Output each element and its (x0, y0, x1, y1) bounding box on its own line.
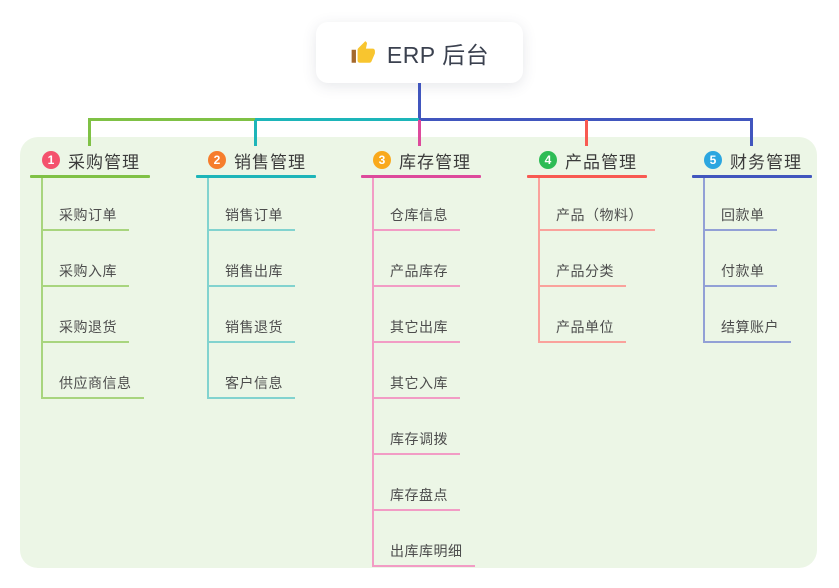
child-node[interactable]: 客户信息 (207, 374, 295, 399)
branch-underline (361, 175, 481, 178)
child-node[interactable]: 出库库明细 (372, 542, 475, 567)
child-node[interactable]: 采购退货 (41, 318, 129, 343)
branch: 1 采购管理采购订单采购入库采购退货供应商信息 (30, 148, 150, 399)
branch-label: 库存管理 (399, 152, 471, 172)
branch-spine (41, 178, 43, 399)
branch-underline (196, 175, 316, 178)
root-drop-line (418, 83, 421, 120)
branch-number-badge: 5 (704, 151, 722, 169)
root-node-label: ERP 后台 (386, 41, 490, 68)
branch-label: 财务管理 (730, 152, 802, 172)
child-node[interactable]: 供应商信息 (41, 374, 144, 399)
branch-number-badge: 2 (208, 151, 226, 169)
branch-label: 产品管理 (565, 152, 637, 172)
branch-spine (372, 178, 374, 567)
trunk-segment-green (88, 118, 255, 121)
branch: 4 产品管理产品（物料） 产品分类产品单位 (527, 148, 655, 343)
branch-spine (207, 178, 209, 399)
branch-label: 销售管理 (234, 152, 306, 172)
child-node[interactable]: 库存调拨 (372, 430, 460, 455)
branch-underline (30, 175, 150, 178)
child-node[interactable]: 其它出库 (372, 318, 460, 343)
branch-drop-line (585, 120, 588, 146)
child-node[interactable]: 采购订单 (41, 206, 129, 231)
branch-number-badge: 4 (539, 151, 557, 169)
child-node[interactable]: 产品库存 (372, 262, 460, 287)
branch: 3 库存管理仓库信息产品库存其它出库其它入库库存调拨库存盘点出库库明细 (361, 148, 481, 567)
branch-underline (527, 175, 647, 178)
branch-underline (692, 175, 812, 178)
branch-drop-line (750, 120, 753, 146)
branch-node[interactable]: 5 财务管理 (692, 148, 812, 172)
child-node[interactable]: 销售订单 (207, 206, 295, 231)
child-node[interactable]: 仓库信息 (372, 206, 460, 231)
child-node[interactable]: 付款单 (703, 262, 777, 287)
branch: 5 财务管理回款单付款单结算账户 (692, 148, 812, 343)
branch-node[interactable]: 2 销售管理 (196, 148, 316, 172)
branch-drop-line (254, 120, 257, 146)
mindmap-canvas-panel (20, 137, 817, 568)
branch-number-badge: 3 (373, 151, 391, 169)
child-node[interactable]: 库存盘点 (372, 486, 460, 511)
branch-label: 采购管理 (68, 152, 140, 172)
branch-spine (703, 178, 705, 343)
child-node[interactable]: 产品单位 (538, 318, 626, 343)
trunk-segment-blue (419, 118, 753, 121)
child-node[interactable]: 销售出库 (207, 262, 295, 287)
child-node[interactable]: 销售退货 (207, 318, 295, 343)
branch-drop-line (418, 120, 421, 146)
branch-node[interactable]: 4 产品管理 (527, 148, 647, 172)
child-node[interactable]: 产品（物料） (538, 206, 655, 231)
child-node[interactable]: 结算账户 (703, 318, 791, 343)
child-node[interactable]: 采购入库 (41, 262, 129, 287)
child-node[interactable]: 产品分类 (538, 262, 626, 287)
child-node[interactable]: 回款单 (703, 206, 777, 231)
branch-node[interactable]: 3 库存管理 (361, 148, 481, 172)
branch-node[interactable]: 1 采购管理 (30, 148, 150, 172)
root-node[interactable]: ERP 后台 (316, 22, 523, 83)
branch: 2 销售管理销售订单销售出库销售退货客户信息 (196, 148, 316, 399)
branch-drop-line (88, 120, 91, 146)
child-node[interactable]: 其它入库 (372, 374, 460, 399)
thumbs-up-icon (351, 40, 375, 63)
branch-number-badge: 1 (42, 151, 60, 169)
branch-spine (538, 178, 540, 343)
trunk-segment-teal (255, 118, 419, 121)
